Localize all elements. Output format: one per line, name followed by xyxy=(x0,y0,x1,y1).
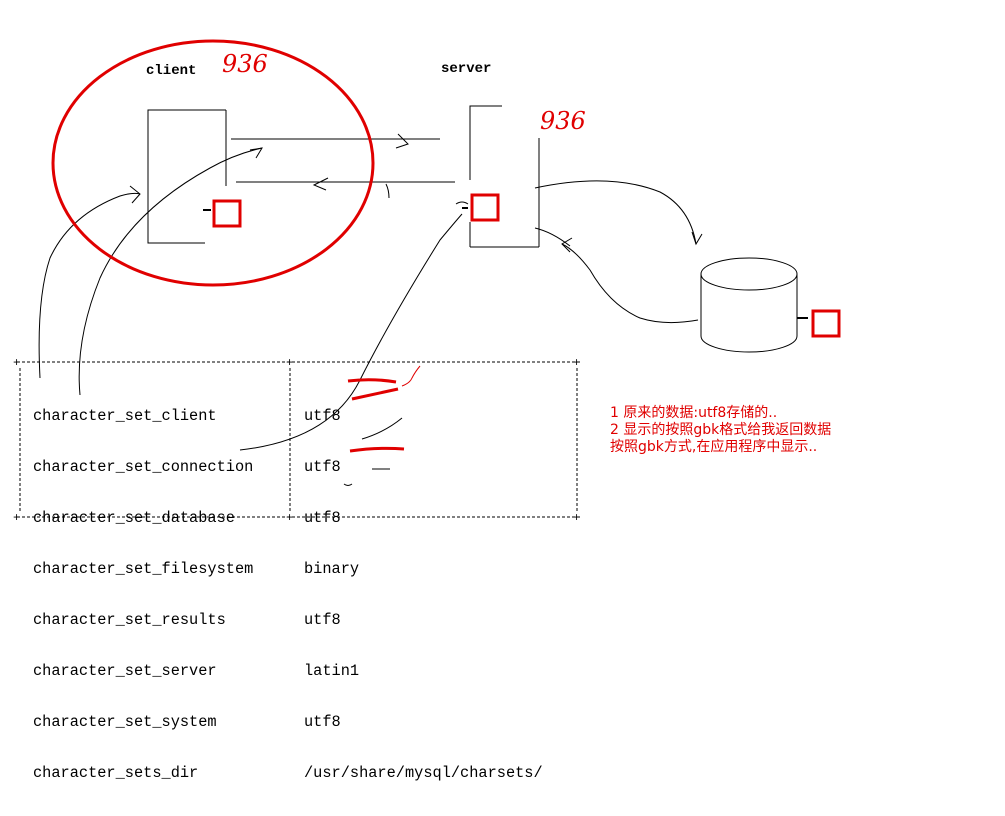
variable-value: utf8 xyxy=(304,458,341,476)
underline-client xyxy=(347,378,397,384)
request-arrow xyxy=(231,133,440,149)
underline-connection xyxy=(351,387,399,401)
check-mark xyxy=(401,365,421,387)
variable-value: latin1 xyxy=(304,662,360,680)
underline-results xyxy=(349,446,405,453)
variable-value: utf8 xyxy=(304,713,341,731)
svg-text:+: + xyxy=(13,356,20,370)
note-line: 2 显示的按照gbk格式给我返回数据 xyxy=(610,422,832,438)
variable-value-column: utf8 utf8 utf8 binary utf8 latin1 utf8 /… xyxy=(304,374,543,816)
server-db-curves xyxy=(534,180,703,324)
variable-name-column: character_set_client character_set_conne… xyxy=(33,374,253,816)
client-red-square xyxy=(212,199,242,228)
variable-value: /usr/share/mysql/charsets/ xyxy=(304,764,543,782)
variable-name: character_set_filesystem xyxy=(33,560,254,578)
variable-value: utf8 xyxy=(304,611,341,629)
connector-ticks xyxy=(203,207,468,211)
value-ticks xyxy=(343,417,403,486)
variable-name: character_set_server xyxy=(33,662,217,680)
diagram-canvas: + + + + + + xyxy=(13,39,841,525)
database-red-square xyxy=(811,309,841,338)
svg-text:+: + xyxy=(13,511,20,525)
client-handwritten-note: 936 xyxy=(222,50,268,78)
variable-value: utf8 xyxy=(304,509,341,527)
server-red-square xyxy=(470,193,500,222)
server-handwritten-note: 936 xyxy=(540,107,586,135)
client-circle xyxy=(51,39,375,287)
note-line: 按照gbk方式,在应用程序中显示.. xyxy=(610,439,818,455)
note-line: 1 原来的数据:utf8存储的.. xyxy=(610,405,778,421)
variable-name: character_sets_dir xyxy=(33,764,199,782)
variable-value: binary xyxy=(304,560,360,578)
red-annotations xyxy=(51,39,841,453)
client-box xyxy=(147,109,227,244)
svg-text:+: + xyxy=(573,511,580,525)
variable-name: character_set_results xyxy=(33,611,226,629)
response-arrow xyxy=(236,177,455,199)
variable-name: character_set_system xyxy=(33,713,217,731)
client-label: client xyxy=(146,63,197,79)
server-label: server xyxy=(441,61,492,77)
variable-name: character_set_client xyxy=(33,407,217,425)
table-borders xyxy=(17,361,581,518)
table-corner-marks: + + + + + + xyxy=(13,356,580,525)
annotation-notes: 1 原来的数据:utf8存储的.. 2 显示的按照gbk格式给我返回数据 按照g… xyxy=(610,405,831,456)
variable-name: character_set_connection xyxy=(33,458,254,476)
table-link-curves xyxy=(38,147,469,451)
variable-name: character_set_database xyxy=(33,509,235,527)
database-cylinder xyxy=(700,257,808,353)
svg-text:+: + xyxy=(286,511,293,525)
svg-text:+: + xyxy=(286,356,293,370)
svg-text:+: + xyxy=(573,356,580,370)
server-box xyxy=(469,105,540,248)
variable-value: utf8 xyxy=(304,407,341,425)
